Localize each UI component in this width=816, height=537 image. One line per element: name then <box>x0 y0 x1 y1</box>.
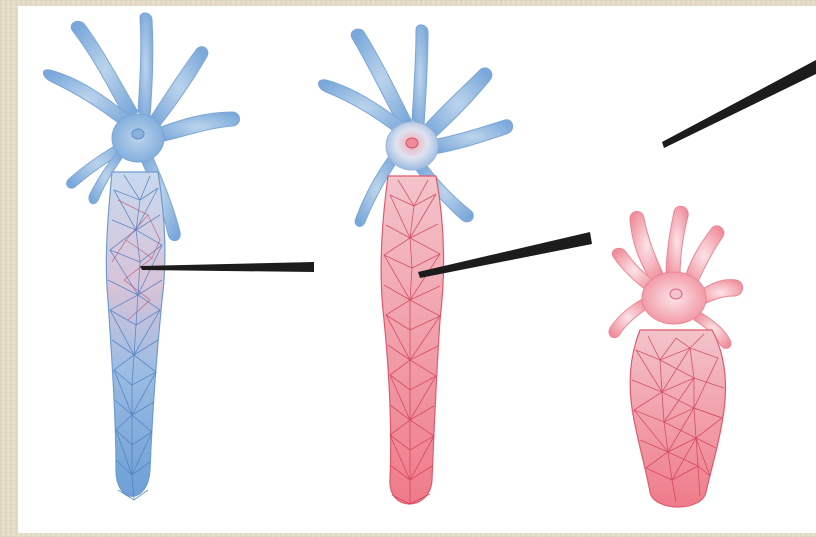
graft-needle-1 <box>140 262 314 272</box>
mouth-intact <box>132 129 144 139</box>
hydra-regenerated <box>609 206 743 507</box>
mouth-regenerated <box>670 289 682 299</box>
graft-needle-3 <box>662 60 816 148</box>
body-regenerated <box>630 330 725 507</box>
mouth-grafted <box>406 138 418 148</box>
body-grafted <box>381 176 443 504</box>
hydra-intact <box>43 13 239 500</box>
